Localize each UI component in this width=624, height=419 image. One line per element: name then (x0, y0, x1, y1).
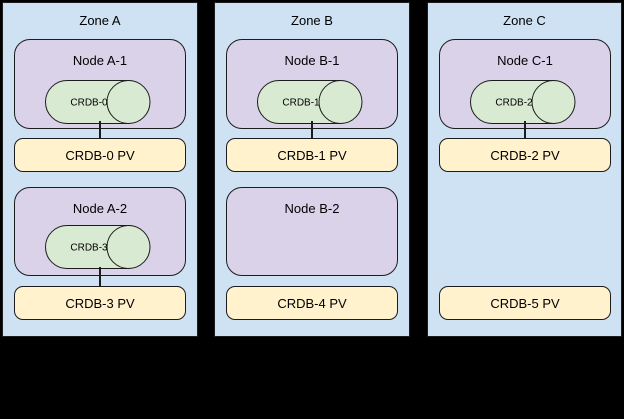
node-b-2-title: Node B-2 (284, 201, 340, 216)
node-a-1: Node A-1 CRDB-0 (14, 39, 186, 129)
crdb-3-pv: CRDB-3 PV (14, 286, 186, 320)
crdb-2-label: CRDB-2 (495, 98, 533, 109)
crdb-0-connector (99, 121, 101, 139)
crdb-0-label: CRDB-0 (70, 98, 108, 109)
crdb-1-pv-label: CRDB-1 PV (277, 147, 347, 163)
zone-a-title: Zone A (79, 13, 121, 28)
node-a-1-title: Node A-1 (72, 53, 128, 68)
crdb-2-cylinder-icon: CRDB-2 (470, 80, 576, 124)
zone-b-title: Zone B (291, 13, 333, 28)
crdb-1-label: CRDB-1 (282, 98, 320, 109)
crdb-0-pv-label: CRDB-0 PV (65, 147, 135, 163)
crdb-5-pv-label: CRDB-5 PV (490, 295, 560, 311)
zone-c-title: Zone C (503, 13, 546, 28)
zone-b: Zone B Node B-1 CRDB-1 CRDB-1 PV Node B-… (214, 2, 410, 337)
crdb-3-pv-label: CRDB-3 PV (65, 295, 135, 311)
node-a-2-title: Node A-2 (72, 201, 128, 216)
node-b-1-title: Node B-1 (284, 53, 340, 68)
crdb-5-pv: CRDB-5 PV (439, 286, 611, 320)
crdb-3-cylinder-icon: CRDB-3 (45, 225, 151, 269)
crdb-3-label: CRDB-3 (70, 243, 108, 254)
crdb-1-pv: CRDB-1 PV (226, 138, 398, 172)
crdb-3-connector (99, 267, 101, 287)
crdb-0-pv: CRDB-0 PV (14, 138, 186, 172)
zone-a: Zone A Node A-1 CRDB-0 CRDB-0 PV Node A-… (2, 2, 198, 337)
crdb-4-pv: CRDB-4 PV (226, 286, 398, 320)
node-b-2: Node B-2 (226, 187, 398, 276)
node-a-2: Node A-2 CRDB-3 (14, 187, 186, 276)
node-c-1: Node C-1 CRDB-2 (439, 39, 611, 129)
crdb-2-connector (524, 121, 526, 139)
crdb-2-pv: CRDB-2 PV (439, 138, 611, 172)
crdb-4-pv-label: CRDB-4 PV (277, 295, 347, 311)
node-b-1: Node B-1 CRDB-1 (226, 39, 398, 129)
node-c-1-title: Node C-1 (497, 53, 553, 68)
crdb-0-cylinder-icon: CRDB-0 (45, 80, 151, 124)
zone-c: Zone C Node C-1 CRDB-2 CRDB-2 PV CRDB-5 … (427, 2, 622, 337)
crdb-2-pv-label: CRDB-2 PV (490, 147, 560, 163)
crdb-1-connector (311, 121, 313, 139)
crdb-1-cylinder-icon: CRDB-1 (257, 80, 363, 124)
